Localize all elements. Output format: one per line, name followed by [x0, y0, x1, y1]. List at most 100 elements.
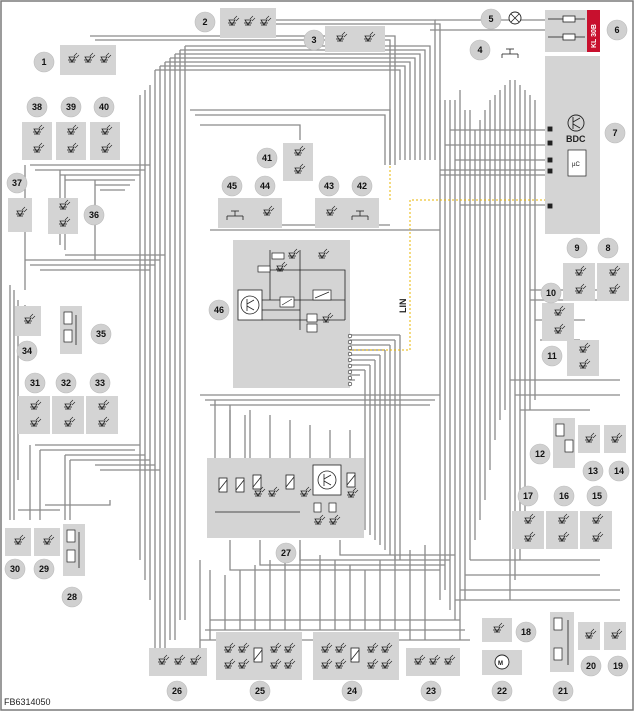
callout-26 [166, 680, 188, 702]
callout-label-34: 34 [22, 346, 32, 356]
led-group-11 [567, 340, 599, 376]
callout-41 [256, 147, 278, 169]
fuse-box: KL 30B [545, 10, 600, 52]
callout-14 [608, 460, 630, 482]
callout-32 [55, 372, 77, 394]
led-group-23 [406, 648, 460, 676]
led-18 [482, 618, 512, 642]
led-group-1 [60, 45, 116, 75]
callout-label-32: 32 [61, 378, 71, 388]
callout-label-13: 13 [588, 466, 598, 476]
module-27 [207, 458, 364, 538]
callout-label-43: 43 [324, 181, 334, 191]
callout-label-41: 41 [262, 153, 272, 163]
callout-label-31: 31 [30, 378, 40, 388]
callout-46 [208, 299, 230, 321]
callout-label-9: 9 [574, 243, 579, 253]
callout-22 [491, 680, 513, 702]
callout-label-3: 3 [311, 35, 316, 45]
callout-label-14: 14 [614, 466, 624, 476]
callout-label-37: 37 [12, 178, 22, 188]
callout-36 [83, 204, 105, 226]
callout-1 [33, 51, 55, 73]
callout-19 [607, 655, 629, 677]
led-group-40 [90, 122, 120, 160]
led-group-33 [86, 396, 118, 434]
callout-label-44: 44 [260, 181, 270, 191]
svg-text:M: M [498, 661, 503, 667]
relay-35 [60, 306, 82, 354]
callout-27 [275, 542, 297, 564]
callout-label-29: 29 [39, 564, 49, 574]
callout-13 [582, 460, 604, 482]
callout-label-38: 38 [32, 102, 42, 112]
callout-label-33: 33 [95, 378, 105, 388]
callout-8 [597, 237, 619, 259]
callout-label-36: 36 [89, 210, 99, 220]
led-group-32 [52, 396, 84, 434]
wiring-harness [9, 19, 620, 660]
callout-34 [16, 340, 38, 362]
led-group-9 [563, 263, 595, 301]
callout-24 [341, 680, 363, 702]
callout-label-27: 27 [281, 548, 291, 558]
callout-label-18: 18 [521, 627, 531, 637]
led-group-16 [546, 511, 578, 549]
module-25 [216, 632, 302, 680]
callout-31 [24, 372, 46, 394]
figure-id: FB6314050 [4, 697, 51, 707]
led-group-31 [18, 396, 50, 434]
lin-bus-wire [350, 165, 548, 351]
callout-label-46: 46 [214, 305, 224, 315]
callout-7 [604, 122, 626, 144]
led-switch-43-42 [315, 198, 379, 228]
callout-37 [6, 172, 28, 194]
terminal-kl30b-label: KL 30B [591, 24, 598, 48]
led-19 [604, 622, 626, 650]
callout-label-45: 45 [227, 181, 237, 191]
callout-44 [254, 175, 276, 197]
led-30 [5, 528, 31, 556]
led-group-41 [283, 143, 313, 181]
callout-40 [93, 96, 115, 118]
callout-16 [553, 485, 575, 507]
callout-45 [221, 175, 243, 197]
callout-38 [26, 96, 48, 118]
motor-22: M [482, 650, 522, 675]
led-20 [578, 622, 600, 650]
callout-label-35: 35 [96, 329, 106, 339]
callout-label-2: 2 [202, 17, 207, 27]
microcontroller-label: µC [572, 162, 580, 168]
led-group-17 [512, 511, 544, 549]
callout-label-5: 5 [488, 14, 493, 24]
led-group-8 [597, 263, 629, 301]
callout-12 [529, 443, 551, 465]
callout-label-1: 1 [41, 57, 46, 67]
callout-label-17: 17 [523, 491, 533, 501]
callout-17 [517, 485, 539, 507]
led-group-36 [48, 198, 78, 234]
lamp-icon [508, 11, 522, 25]
led-14 [604, 425, 626, 453]
led-group-26 [149, 648, 207, 676]
callout-label-25: 25 [255, 686, 265, 696]
callout-25 [249, 680, 271, 702]
callout-label-7: 7 [612, 128, 617, 138]
callout-4 [469, 39, 491, 61]
callout-35 [90, 323, 112, 345]
module-24 [313, 632, 399, 680]
callout-label-42: 42 [357, 181, 367, 191]
relay-12 [553, 418, 575, 468]
callout-2 [194, 11, 216, 33]
callout-label-6: 6 [614, 25, 619, 35]
callout-label-22: 22 [497, 686, 507, 696]
led-group-10 [542, 303, 574, 341]
callout-label-8: 8 [605, 243, 610, 253]
callout-30 [4, 558, 26, 580]
callout-label-12: 12 [535, 449, 545, 459]
switch-led-45-44 [218, 198, 282, 228]
callout-label-21: 21 [558, 686, 568, 696]
motor-icon [494, 654, 510, 670]
